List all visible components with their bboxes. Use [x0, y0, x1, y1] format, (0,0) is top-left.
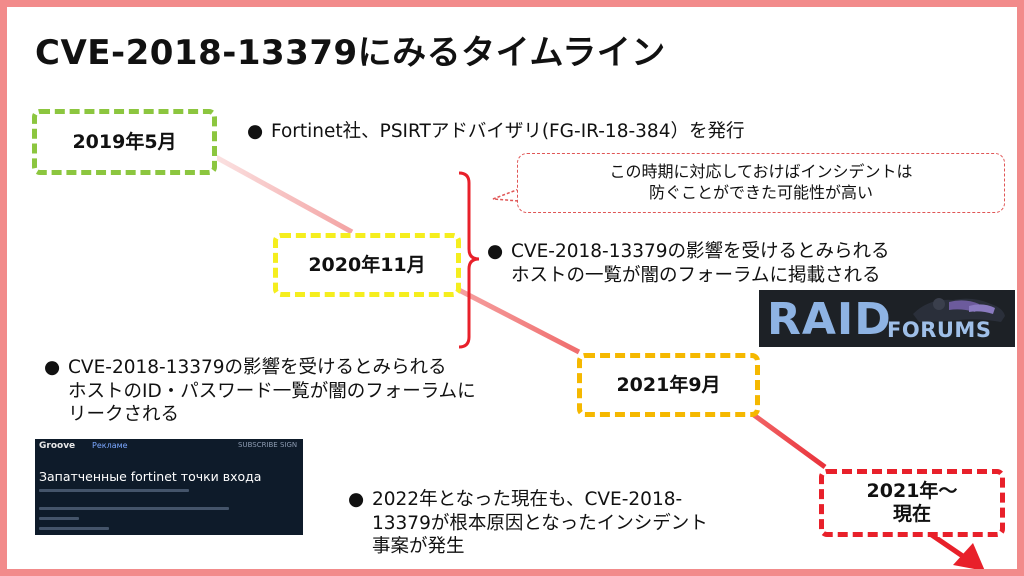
date-label: 2019年5月 [72, 130, 177, 153]
bullet-credential-leak: ● CVE-2018-13379の影響を受けるとみられる ホストのID・パスワー… [44, 356, 564, 427]
bullet-dot: ● [487, 241, 504, 262]
bullet-dot: ● [247, 121, 264, 142]
bullet-text-line-2: 13379が根本原因となったインシデント [372, 512, 708, 534]
date-label: 2020年11月 [308, 253, 426, 276]
period-bracket [458, 171, 480, 349]
callout-pointer [492, 188, 520, 202]
timeline-segment-1 [210, 152, 354, 235]
raid-forums-word: FORUMS [887, 318, 992, 342]
groove-brand: Groove [39, 441, 76, 451]
date-box-2021-present: 2021年～ 現在 [819, 469, 1005, 537]
bullet-text-line-3: 事案が発生 [372, 536, 465, 558]
groove-nav: Рекламе [92, 441, 128, 450]
timeline-segment-3 [745, 407, 827, 470]
callout-note: この時期に対応しておけばインシデントは 防ぐことができた可能性が高い [517, 153, 1005, 213]
date-box-2019-05: 2019年5月 [32, 109, 217, 175]
bullet-ongoing-incidents: ● 2022年となった現在も、CVE-2018- 13379が根本原因となったイ… [348, 488, 788, 559]
bullet-dot: ● [44, 357, 61, 378]
groove-text-line [39, 517, 79, 520]
bullet-text: Fortinet社、PSIRTアドバイザリ(FG-IR-18-384）を発行 [271, 121, 745, 142]
groove-forum-screenshot: Groove Рекламе SUBSCRIBE SIGN Запатченны… [35, 439, 303, 535]
groove-text-line [39, 489, 189, 492]
bullet-text-line-3: リークされる [68, 404, 180, 426]
date-label-present: 現在 [892, 503, 931, 525]
groove-text-line [39, 527, 109, 530]
timeline-arrowhead [953, 543, 985, 569]
bullet-advisory: ● Fortinet社、PSIRTアドバイザリ(FG-IR-18-384）を発行 [247, 120, 867, 144]
bullet-text-line-1: 2022年となった現在も、CVE-2018- [372, 489, 683, 510]
raidforums-logo: RAID FORUMS [759, 290, 1015, 347]
date-label: 2021年～ [866, 480, 958, 503]
raid-word: RAID [767, 294, 892, 345]
date-box-2021-09: 2021年9月 [577, 353, 760, 417]
date-box-2020-11: 2020年11月 [273, 233, 461, 297]
bullet-host-list: ● CVE-2018-13379の影響を受けるとみられる ホストの一覧が闇のフォ… [487, 240, 1007, 287]
date-label: 2021年9月 [616, 373, 721, 396]
bullet-text-line-1: CVE-2018-13379の影響を受けるとみられる [511, 241, 890, 262]
groove-text-line [39, 507, 229, 510]
groove-nav-right: SUBSCRIBE SIGN [238, 441, 298, 449]
groove-heading: Запатченные fortinet точки входа [39, 469, 262, 484]
bullet-text-line-2: ホストのID・パスワード一覧が闇のフォーラムに [68, 380, 476, 402]
bullet-text-line-1: CVE-2018-13379の影響を受けるとみられる [68, 357, 447, 378]
bullet-text-line-2: ホストの一覧が闇のフォーラムに掲載される [511, 264, 881, 286]
slide-title: CVE-2018-13379にみるタイムライン [35, 33, 666, 73]
raid-figure-image [913, 298, 1005, 322]
callout-line-1: この時期に対応しておけばインシデントは [609, 162, 913, 182]
callout-line-2: 防ぐことができた可能性が高い [648, 183, 873, 202]
timeline-segment-2 [455, 286, 581, 355]
bullet-dot: ● [348, 489, 365, 510]
